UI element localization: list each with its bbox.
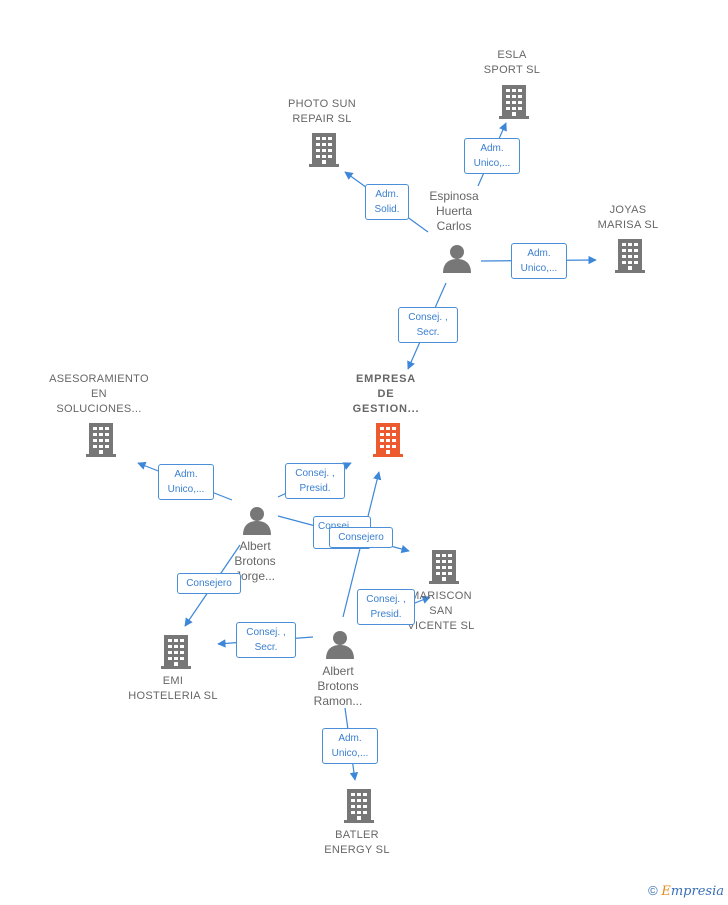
edge-label-photo[interactable]: Adm. Solid. [365,184,409,220]
company-label-emi[interactable]: EMI HOSTELERIA SL [128,675,218,702]
company-label-empresa[interactable]: EMPRESA DE GESTION... [352,373,420,415]
company-label-batler[interactable]: BATLER ENERGY SL [324,829,390,856]
edge-label-asesoramiento[interactable]: Adm. Unico,... [158,464,214,500]
person-icon-albert-jorge[interactable] [243,507,271,535]
building-icon-asesoramiento[interactable] [86,423,116,457]
company-label-esla[interactable]: ESLA SPORT SL [483,49,541,76]
building-icon-mariscon[interactable] [429,550,459,584]
building-icon-batler[interactable] [344,789,374,823]
person-label-albert-jorge[interactable]: Albert Brotons Jorge... [234,539,276,583]
company-label-asesoramiento[interactable]: ASESORAMIENTO EN SOLUCIONES... [49,373,149,415]
company-label-mariscon[interactable]: MARISCON SAN VICENTE SL [407,590,475,632]
building-icon-emi[interactable] [161,635,191,669]
copyright-icon: © [648,883,658,898]
person-label-espinosa[interactable]: Espinosa Huerta Carlos [429,189,479,233]
edge-label-ramon-emi[interactable]: Consej. , Secr. [236,622,296,658]
edge-label-jorge-mariscon-2[interactable]: Consejero [329,527,393,548]
edge-label-joyas[interactable]: Adm. Unico,... [511,243,567,279]
brand-logo: Empresia [661,884,724,899]
person-label-albert-ramon[interactable]: Albert Brotons Ramon... [313,664,363,708]
person-icon-espinosa[interactable] [443,245,471,273]
edge-label-ramon-mariscon[interactable]: Consej. , Presid. [357,589,415,625]
edge-label-espinosa-empresa[interactable]: Consej. , Secr. [398,307,458,343]
building-icon-joyas[interactable] [615,239,645,273]
empresia-watermark: © Empresia [648,883,724,899]
edge-label-jorge-emi[interactable]: Consejero [177,573,241,594]
person-icon-albert-ramon[interactable] [326,631,354,659]
building-icon-esla[interactable] [499,85,529,119]
edge-label-ramon-batler[interactable]: Adm. Unico,... [322,728,378,764]
edge-label-esla[interactable]: Adm. Unico,... [464,138,520,174]
company-label-photo[interactable]: PHOTO SUN REPAIR SL [288,98,356,125]
edge-label-jorge-empresa[interactable]: Consej. , Presid. [285,463,345,499]
building-icon-photo[interactable] [309,133,339,167]
company-label-joyas[interactable]: JOYAS MARISA SL [597,204,659,231]
building-icon-empresa[interactable] [373,423,403,457]
